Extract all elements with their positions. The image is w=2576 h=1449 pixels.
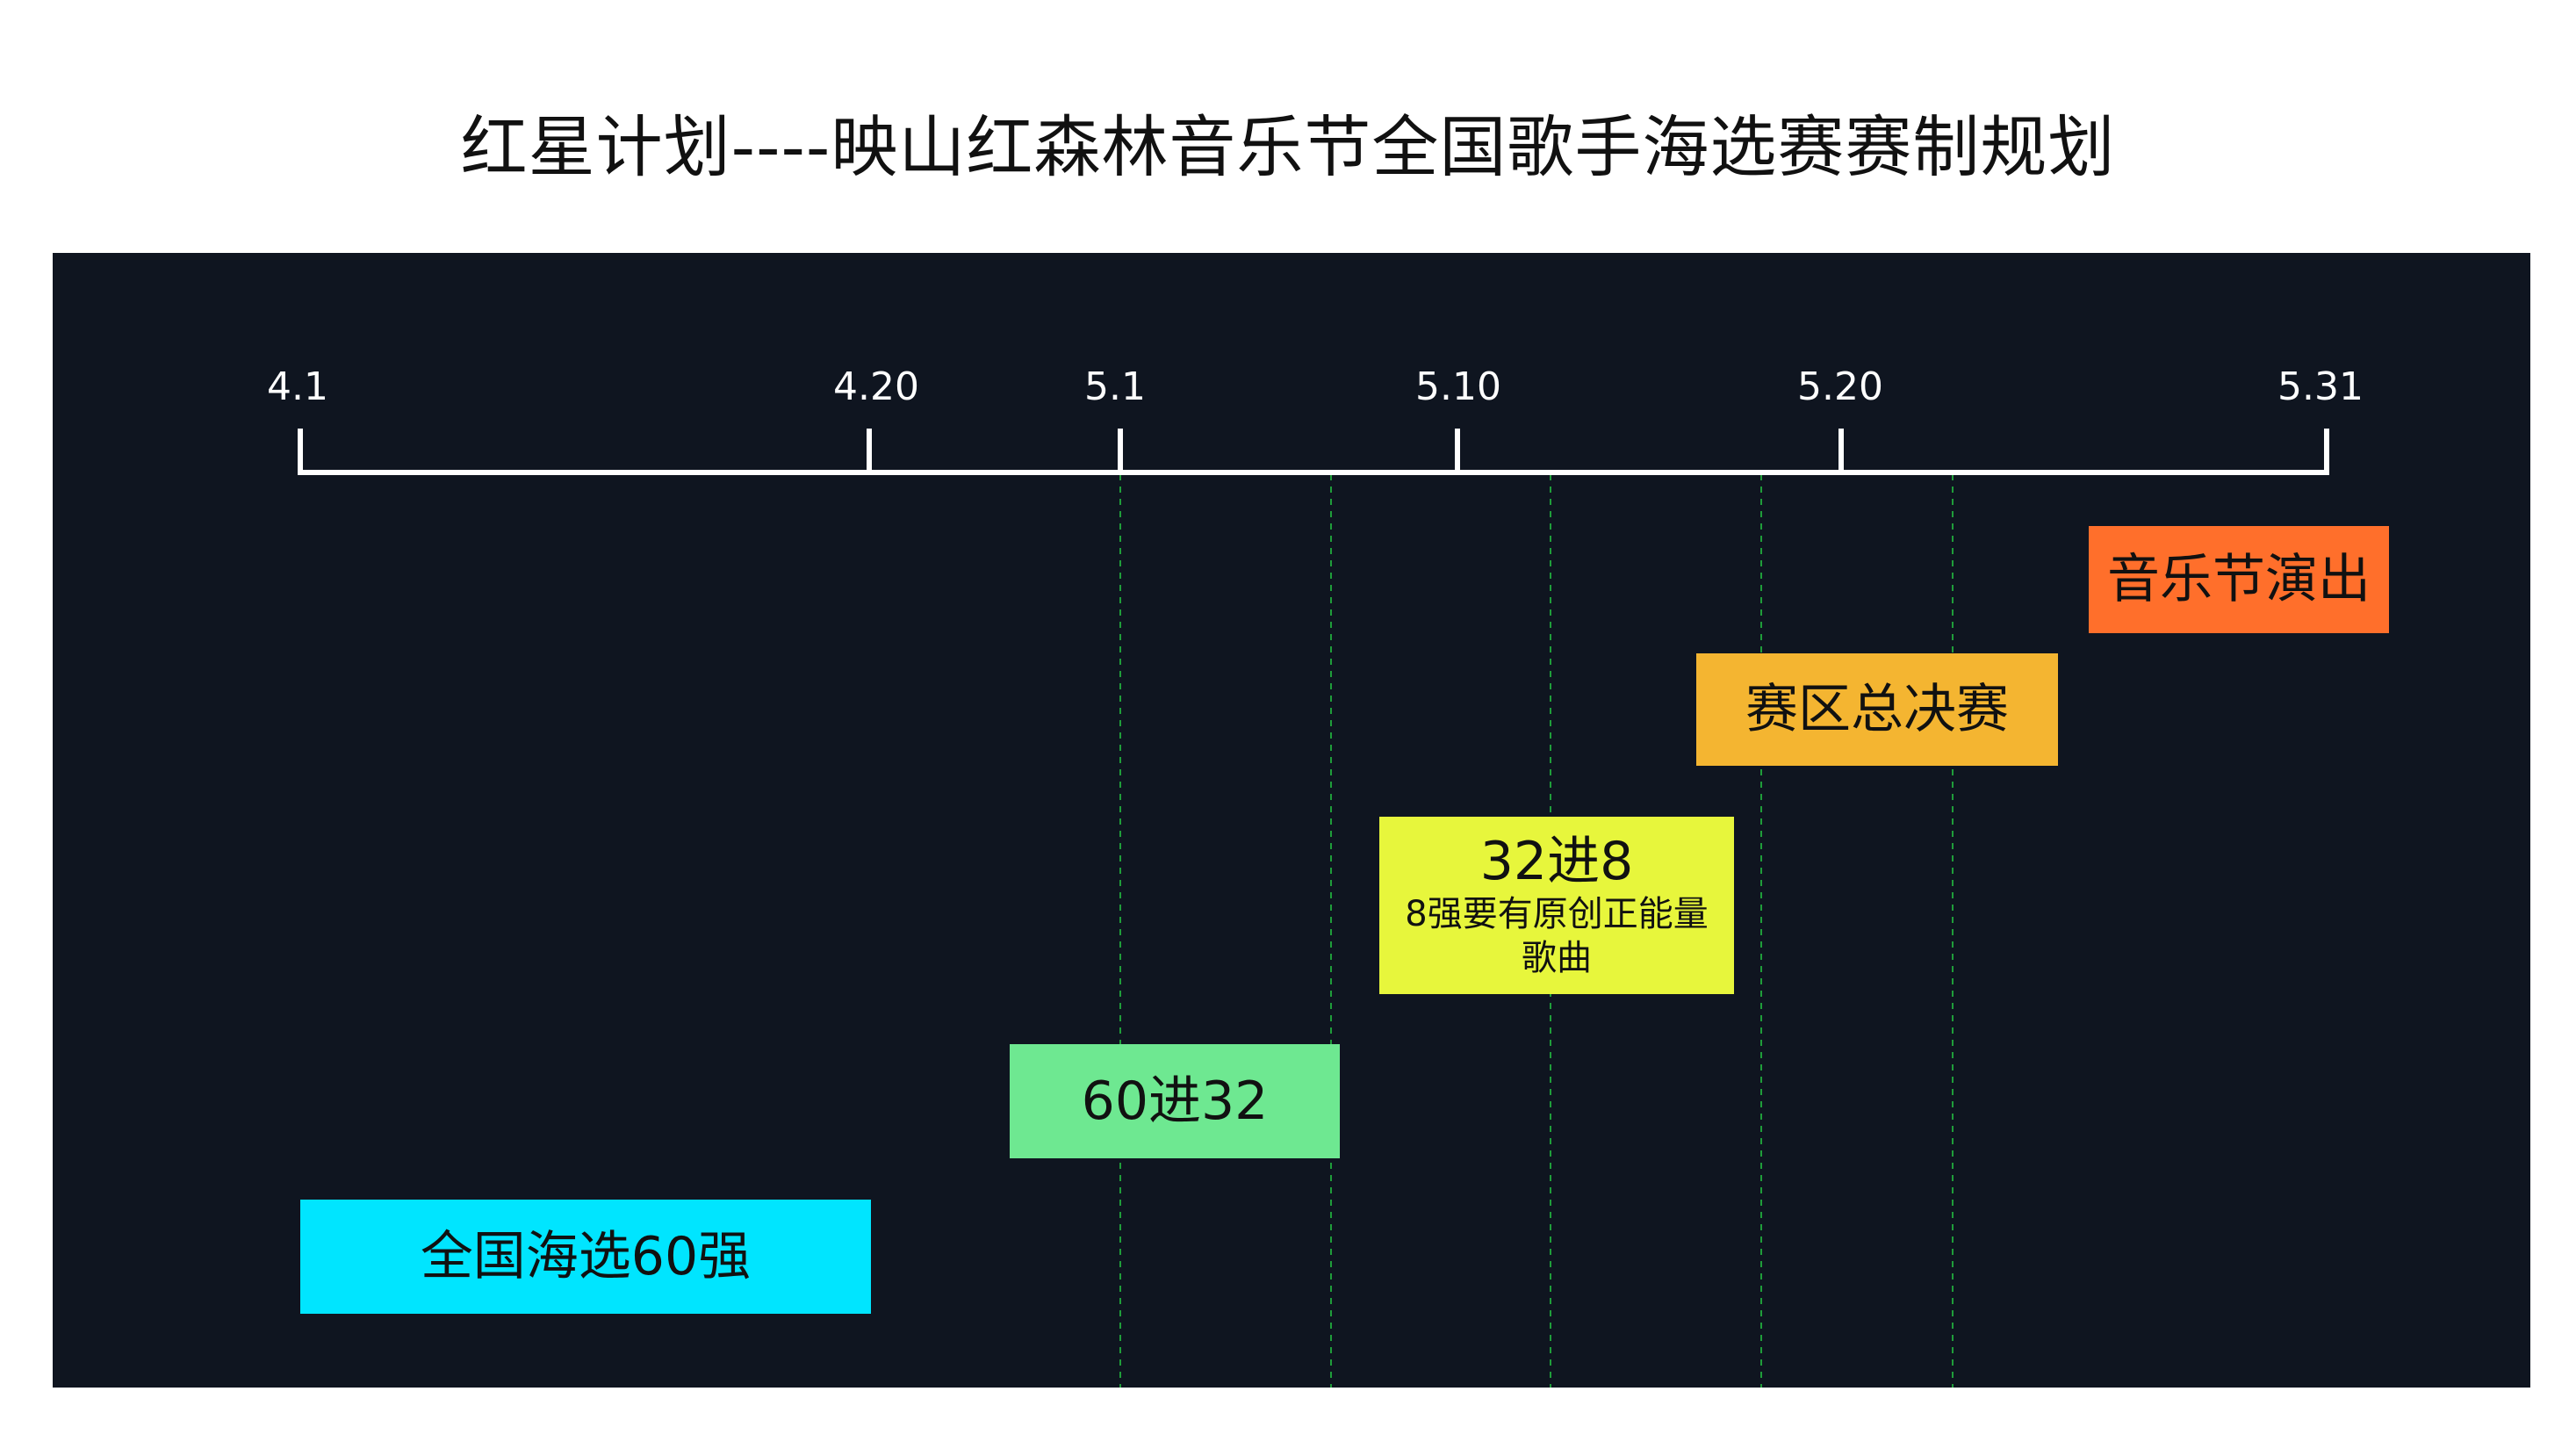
tick-label: 5.10	[1415, 364, 1501, 409]
stage-box-national-audition: 全国海选60强	[300, 1200, 871, 1314]
timeline-panel: 4.1 4.20 5.1 5.10 5.20 5.31 音乐节演出 赛区总决赛 …	[53, 253, 2530, 1388]
stage-box-music-festival: 音乐节演出	[2089, 526, 2389, 633]
stage-label: 全国海选60强	[420, 1226, 752, 1287]
timeline-svg	[298, 429, 2329, 1388]
stage-label: 音乐节演出	[2107, 549, 2371, 610]
tick-label: 4.20	[833, 364, 919, 409]
tick-label: 5.20	[1797, 364, 1883, 409]
tick-label: 4.1	[267, 364, 328, 409]
page-title: 红星计划----映山红森林音乐节全国歌手海选赛赛制规划	[460, 108, 2116, 186]
stage-sublabel: 8强要有原创正能量歌曲	[1405, 894, 1709, 978]
tick-label: 5.1	[1084, 364, 1146, 409]
stage-box-top32-to-top8: 32进8 8强要有原创正能量歌曲	[1379, 817, 1734, 994]
stage-label: 32进8	[1479, 831, 1634, 892]
stage-label: 60进32	[1081, 1071, 1269, 1132]
tick-label: 5.31	[2277, 364, 2364, 409]
stage-label: 赛区总决赛	[1745, 679, 2009, 740]
stage-box-regional-final: 赛区总决赛	[1696, 653, 2058, 766]
stage-box-top60-to-top32: 60进32	[1010, 1044, 1340, 1158]
